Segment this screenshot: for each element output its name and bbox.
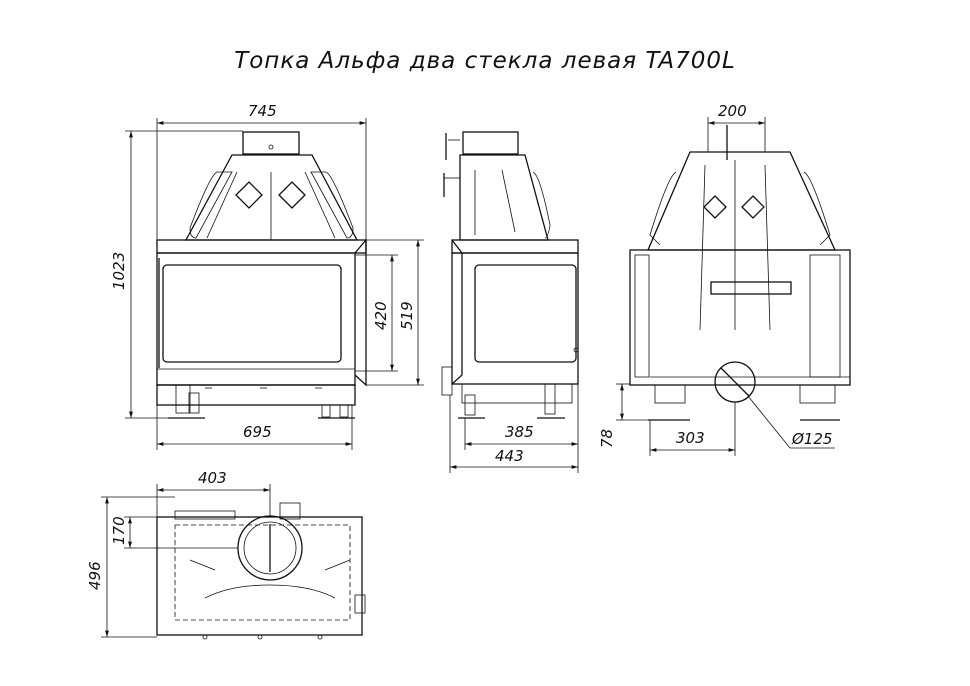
dim-78: 78 — [598, 429, 616, 448]
dim-200: 200 — [718, 102, 747, 120]
dim-1023: 1023 — [110, 252, 128, 290]
dim-403: 403 — [198, 469, 227, 487]
dim-385: 385 — [505, 423, 534, 441]
top-view — [156, 502, 366, 640]
dim-745: 745 — [248, 102, 277, 120]
front-view — [156, 131, 367, 419]
dim-flue-diameter: Ø125 — [791, 430, 832, 448]
dim-303: 303 — [676, 429, 705, 447]
dim-420: 420 — [372, 301, 390, 330]
dim-695: 695 — [243, 423, 272, 441]
dim-519: 519 — [398, 301, 416, 330]
front-dimensions: 745 1023 420 519 695 — [110, 102, 424, 450]
back-dimensions: 200 78 303 Ø125 — [598, 102, 835, 456]
drawing-title: Топка Альфа два стекла левая TA700L — [234, 48, 736, 74]
dim-443: 443 — [495, 447, 524, 465]
back-view — [629, 125, 851, 421]
dim-496: 496 — [86, 561, 104, 590]
side-view — [441, 131, 579, 419]
top-dimensions: 403 170 496 — [86, 469, 271, 638]
side-dimensions: 385 443 — [449, 384, 579, 473]
dim-170: 170 — [110, 516, 128, 545]
